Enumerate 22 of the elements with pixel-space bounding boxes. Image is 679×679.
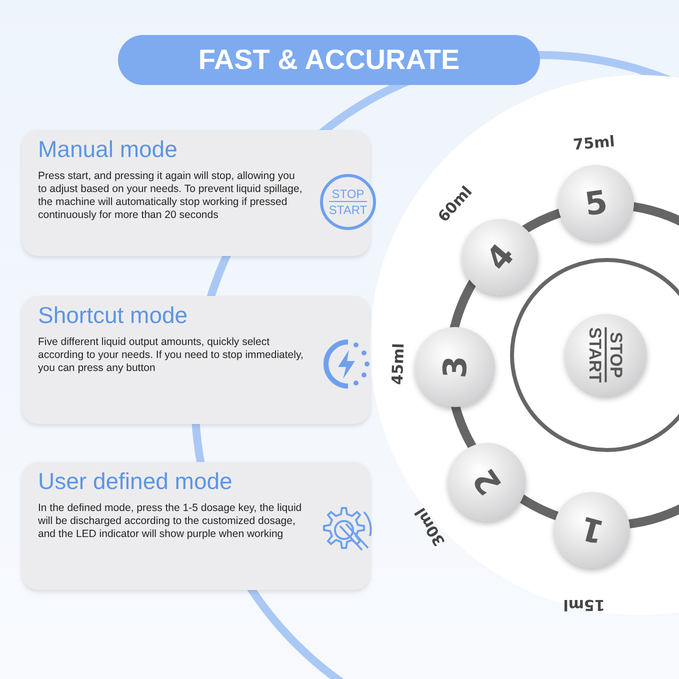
button-number: 1 <box>576 508 608 552</box>
mode-card <box>22 462 370 590</box>
volume-label: 75ml <box>571 131 617 155</box>
title-banner: FAST & ACCURATE <box>118 35 540 85</box>
icon-label: START <box>328 201 368 217</box>
button-label: STOP <box>607 332 626 378</box>
mode-description: In the defined mode, press the 1-5 dosage key, the liquid will be discharged according to the customized dosage, and the LED indicator will show purple when working <box>38 502 303 541</box>
button-label: START <box>586 327 607 383</box>
mode-heading: User defined mode <box>38 468 232 495</box>
mode-description: Press start, and pressing it again will stop, allowing you to adjust based on your needs. To prevent liquid spillage, the machine will automatically stop working if pressed continuously for more than 20 seconds <box>38 170 304 222</box>
button-number: 3 <box>436 355 474 379</box>
mode-card <box>22 296 370 424</box>
button-number: 5 <box>582 182 610 224</box>
mode-heading: Manual mode <box>38 136 178 163</box>
icon-label: STOP <box>332 187 364 201</box>
button-number: 2 <box>465 462 509 502</box>
mode-description: Five different liquid output amounts, quickly select according to your needs. If you need to stop immediately, you can press any button <box>38 336 304 375</box>
mode-heading: Shortcut mode <box>38 302 188 329</box>
stop-start-icon <box>320 174 376 230</box>
volume-label: 45ml <box>388 342 408 388</box>
volume-label: 15ml <box>562 596 606 614</box>
button-number: 4 <box>478 236 522 278</box>
